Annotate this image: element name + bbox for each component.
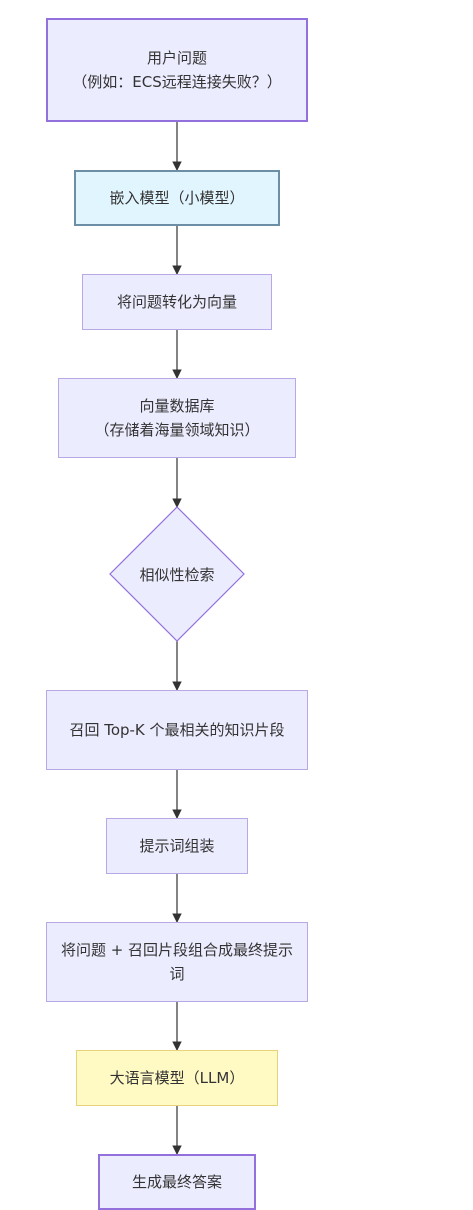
node-recall-topk: 召回 Top-K 个最相关的知识片段 [46, 690, 308, 770]
node-final-answer: 生成最终答案 [98, 1154, 256, 1210]
node-prompt-assembly: 提示词组装 [106, 818, 248, 874]
similarity-search-label-box: 相似性检索 [110, 507, 244, 641]
node-vector-db: 向量数据库 （存储着海量领域知识） [58, 378, 296, 458]
node-embedding-model: 嵌入模型（小模型） [74, 170, 280, 226]
node-llm-label: 大语言模型（LLM） [109, 1069, 245, 1087]
similarity-search-label: 相似性检索 [139, 565, 215, 584]
node-prompt-assembly-label: 提示词组装 [139, 837, 215, 855]
node-recall-topk-label: 召回 Top-K 个最相关的知识片段 [69, 721, 285, 739]
similarity-search-diamond [109, 506, 245, 642]
node-final-answer-label: 生成最终答案 [131, 1173, 222, 1191]
node-to-vector: 将问题转化为向量 [82, 274, 272, 330]
node-llm: 大语言模型（LLM） [76, 1050, 278, 1106]
node-combine-prompt: 将问题 + 召回片段组合成最终提示词 [46, 922, 308, 1002]
node-vector-db-label: 向量数据库 （存储着海量领域知识） [94, 397, 260, 439]
node-to-vector-label: 将问题转化为向量 [116, 293, 237, 311]
node-combine-prompt-label: 将问题 + 召回片段组合成最终提示词 [60, 941, 294, 983]
node-embedding-model-label: 嵌入模型（小模型） [109, 189, 245, 207]
node-user-question-label: 用户问题 （例如：ECS远程连接失败？） [72, 49, 282, 91]
node-user-question: 用户问题 （例如：ECS远程连接失败？） [46, 18, 308, 122]
